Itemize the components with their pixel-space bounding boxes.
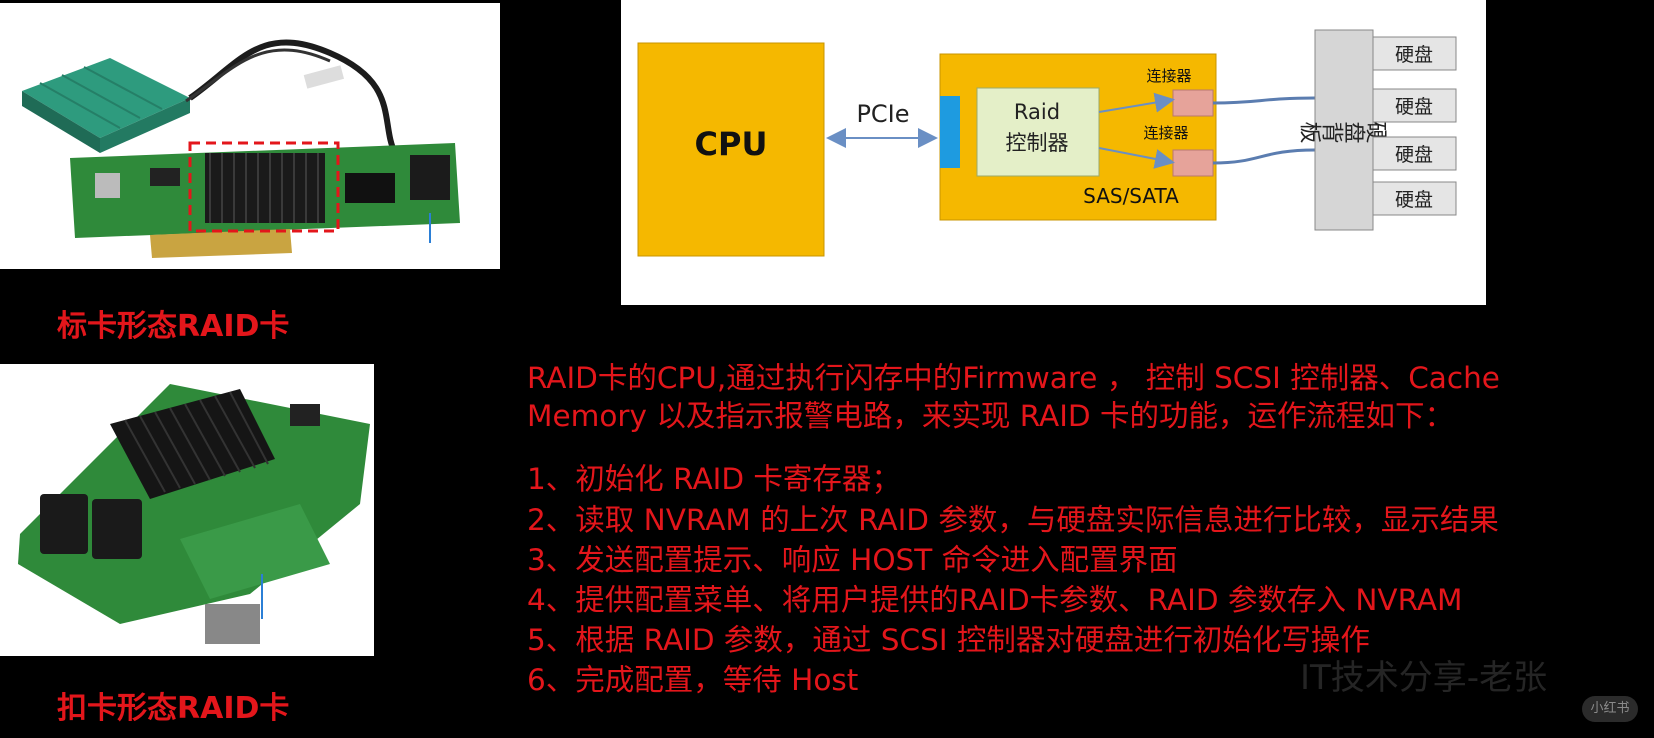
step-4: 4、提供配置菜单、将用户提供的RAID卡参数、RAID 参数存入 NVRAM xyxy=(527,583,1463,617)
description-line-1: RAID卡的CPU,通过执行闪存中的Firmware ， 控制 SCSI 控制器… xyxy=(527,361,1500,395)
step-2: 2、读取 NVRAM 的上次 RAID 参数，与硬盘实际信息进行比较，显示结果 xyxy=(527,503,1499,537)
platform-badge: 小红书 xyxy=(1582,696,1638,722)
mezz-card-caption: 扣卡形态RAID卡 xyxy=(57,691,290,726)
disk-3 xyxy=(1372,136,1457,171)
step-3: 3、发送配置提示、响应 HOST 命令进入配置界面 xyxy=(527,543,1178,577)
standard-raid-card-illustration xyxy=(22,39,460,258)
disk-label-1: 硬盘 xyxy=(1395,44,1433,66)
raid-architecture-diagram: CPU PCIe Raid 控制器 连接器 连接器 SAS/SATA 硬盘背板 … xyxy=(621,0,1486,305)
connector-top-label: 连接器 xyxy=(1146,67,1191,85)
step-1: 1、初始化 RAID 卡寄存器； xyxy=(527,462,901,496)
connector-bottom xyxy=(1172,149,1214,177)
mezz-raid-card-illustration xyxy=(18,384,370,644)
cpu-label: CPU xyxy=(695,125,768,163)
description-line-2: Memory 以及指示报警电路，来实现 RAID 卡的功能，运作流程如下： xyxy=(527,399,1455,433)
disk-label-2: 硬盘 xyxy=(1395,96,1433,118)
step-6: 6、完成配置，等待 Host xyxy=(527,663,859,697)
disk-group: 硬盘 硬盘 硬盘 硬盘 xyxy=(1372,36,1457,216)
controller-label-2: 控制器 xyxy=(1006,131,1069,155)
pcb-board xyxy=(70,141,460,258)
controller-label-1: Raid xyxy=(1014,100,1060,124)
disk-4 xyxy=(1372,181,1457,216)
disk-2 xyxy=(1372,88,1457,123)
connector-bottom-label: 连接器 xyxy=(1143,124,1188,142)
step-5: 5、根据 RAID 参数，通过 SCSI 控制器对硬盘进行初始化写操作 xyxy=(527,623,1370,657)
disk-label-4: 硬盘 xyxy=(1395,189,1433,211)
pcie-label: PCIe xyxy=(856,100,909,128)
connector-top xyxy=(1172,89,1214,117)
interface-label: SAS/SATA xyxy=(1083,184,1179,208)
pcie-edge-connector xyxy=(940,96,960,168)
watermark: IT技术分享-老张 xyxy=(1300,658,1548,698)
standard-card-caption: 标卡形态RAID卡 xyxy=(57,309,290,344)
cpu-box xyxy=(637,42,825,257)
standard-raid-card-photo xyxy=(0,3,500,269)
raid-controller-box xyxy=(976,87,1100,177)
backplane-box xyxy=(1314,29,1374,231)
diagram-canvas: CPU PCIe Raid 控制器 连接器 连接器 SAS/SATA 硬盘背板 … xyxy=(637,29,1457,257)
battery-pack-icon xyxy=(22,58,190,153)
disk-label-3: 硬盘 xyxy=(1395,144,1433,166)
disk-1 xyxy=(1372,36,1457,71)
mezz-raid-card-photo xyxy=(0,364,374,656)
